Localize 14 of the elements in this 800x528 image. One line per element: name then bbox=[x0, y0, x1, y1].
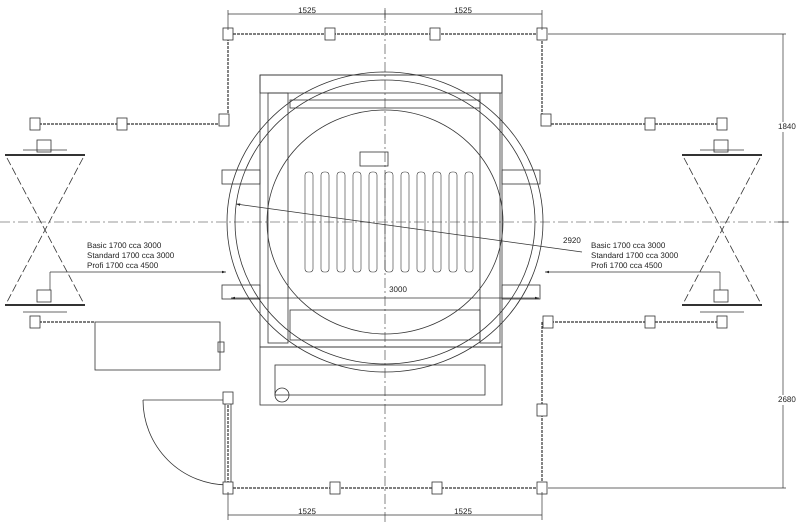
dimension-label: 1525 bbox=[297, 507, 317, 517]
model-note: Profi 1700 cca 4500 bbox=[590, 261, 664, 271]
dimension-label: 2920 bbox=[562, 236, 582, 246]
dimension-label: 1840 bbox=[777, 122, 797, 132]
model-note: Standard 1700 cca 3000 bbox=[590, 251, 680, 261]
model-note: Standard 1700 cca 3000 bbox=[86, 251, 176, 261]
dimension-label: 2680 bbox=[777, 395, 797, 405]
dimension-label: 1525 bbox=[297, 6, 317, 16]
model-note: Profi 1700 cca 4500 bbox=[86, 261, 160, 271]
model-note: Basic 1700 cca 3000 bbox=[86, 241, 162, 251]
dimension-label: 3000 bbox=[388, 285, 408, 295]
model-note: Basic 1700 cca 3000 bbox=[590, 241, 666, 251]
dimension-label: 1525 bbox=[453, 507, 473, 517]
dimension-label: 1525 bbox=[453, 6, 473, 16]
